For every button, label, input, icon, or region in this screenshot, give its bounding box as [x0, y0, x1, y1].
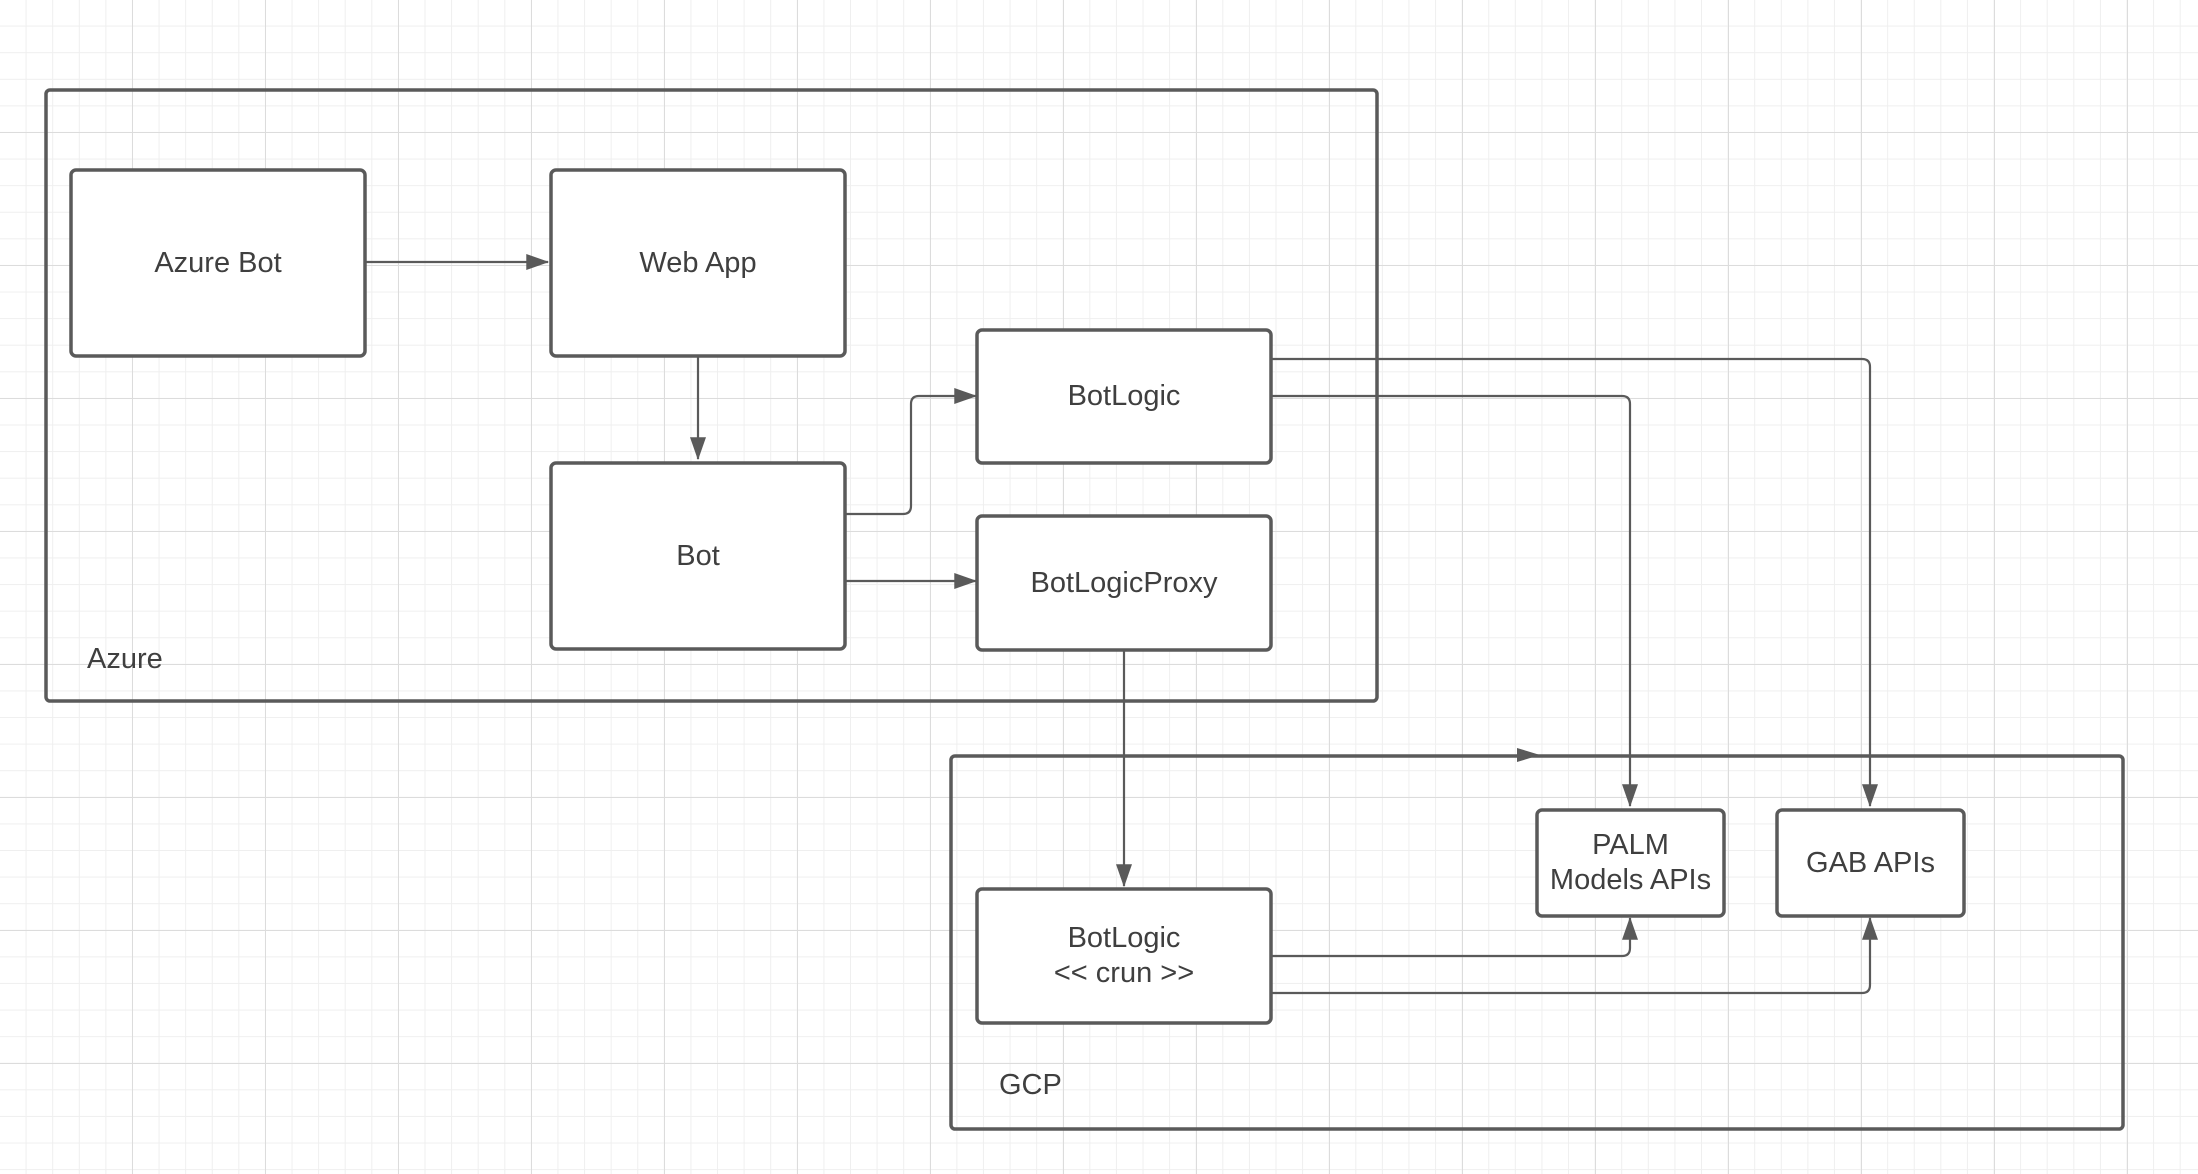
botlogic-crun-label: BotLogic << crun >>: [1053, 922, 1195, 989]
edge-bot-to-botlogic[interactable]: [845, 388, 978, 516]
gcp-container[interactable]: [949, 754, 2125, 1131]
botlogic-proxy-label: BotLogicProxy: [1030, 566, 1218, 599]
stray-arrowhead: [1517, 748, 1540, 762]
node-gab-apis[interactable]: [1775, 808, 1966, 918]
azure-bot-label: Azure Bot: [154, 246, 282, 279]
edge-botlogic-to-gab-apis[interactable]: [1271, 357, 1878, 808]
node-web-app[interactable]: [549, 168, 847, 358]
node-botlogic[interactable]: [975, 328, 1273, 465]
node-botlogic-proxy[interactable]: [975, 514, 1273, 652]
palm-models-apis-label: PALM Models APIs: [1549, 829, 1712, 896]
edge-crun-to-gab-apis[interactable]: [1271, 916, 1878, 995]
gab-apis-label: GAB APIs: [1806, 846, 1935, 879]
node-botlogic-crun[interactable]: [975, 887, 1273, 1025]
azure-container-label: Azure: [87, 643, 163, 675]
web-app-label: Web App: [639, 246, 757, 279]
edge-crun-to-palm-apis[interactable]: [1271, 916, 1638, 958]
bot-label: Bot: [676, 539, 720, 572]
edge-botlogic-to-palm-apis[interactable]: [1271, 394, 1638, 808]
node-bot[interactable]: [549, 461, 847, 651]
gcp-container-label: GCP: [999, 1069, 1062, 1101]
node-palm-models-apis[interactable]: [1535, 808, 1726, 918]
botlogic-label: BotLogic: [1067, 380, 1181, 412]
node-azure-bot[interactable]: [69, 168, 367, 358]
